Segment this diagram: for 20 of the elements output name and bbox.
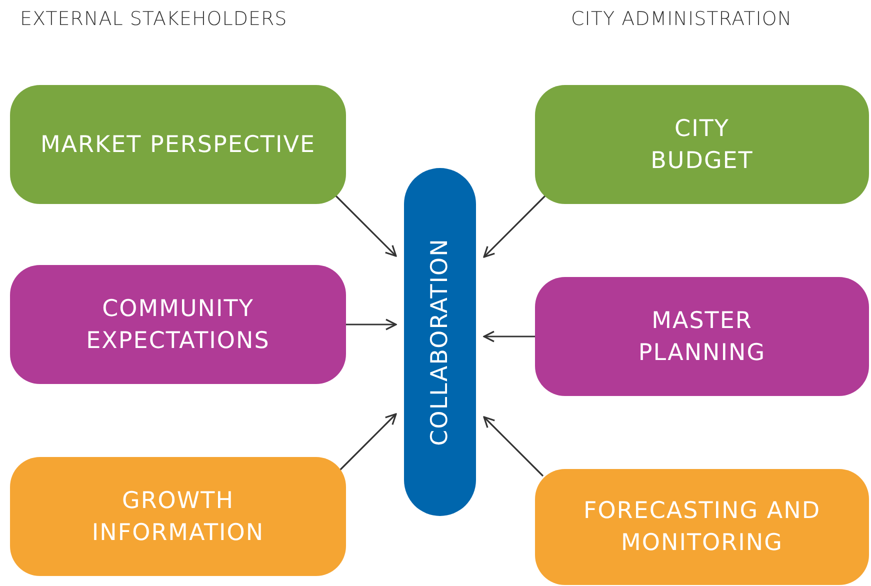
node-label: MARKET PERSPECTIVE [39,130,317,160]
arrow [483,330,535,342]
arrow [339,413,397,471]
node-label: GROWTH INFORMATION [90,486,266,548]
group-heading: EXTERNAL STAKEHOLDERS [20,8,288,30]
group-heading: CITY ADMINISTRATION [571,8,792,30]
arrow [483,416,544,477]
node-label: COMMUNITY EXPECTATIONS [85,294,271,356]
rounded-box [10,265,346,384]
arrow [346,318,397,330]
rounded-box [535,469,869,585]
node-label: CITY BUDGET [650,114,754,176]
rounded-box [10,457,346,576]
node-label: COLLABORATION [426,238,454,446]
rounded-box [535,85,869,204]
arrow [483,195,546,258]
rounded-box [10,85,346,204]
node-label: MASTER PLANNING [637,306,767,368]
rounded-box [535,277,869,396]
node-label: FORECASTING AND MONITORING [582,497,822,558]
